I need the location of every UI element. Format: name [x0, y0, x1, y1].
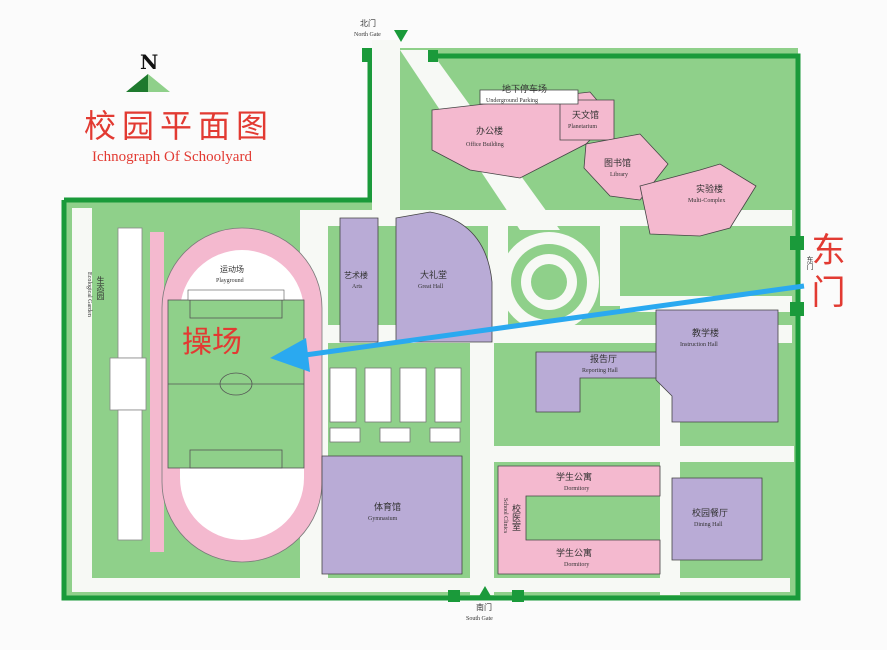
east-gate-small-label: 东门: [806, 256, 814, 270]
pink-buildings: [431, 89, 757, 575]
direction-arrow: [270, 283, 805, 372]
roundabout: [499, 232, 599, 332]
gate-markers: [362, 30, 804, 602]
south-gate-icon: [478, 586, 492, 598]
map-title-english: Ichnograph Of Schoolyard: [92, 149, 252, 165]
clinic-label: 校医室: [510, 504, 520, 531]
playground-annotation: 操场: [182, 325, 242, 360]
lavender-buildings: [321, 211, 779, 575]
compass-letter: N: [140, 50, 159, 74]
gym-label-en: Gymnasium: [368, 516, 398, 522]
south-gate-label-en: South Gate: [466, 616, 493, 622]
great-hall-label: 大礼堂: [420, 271, 448, 281]
east-gate-annotation: 东门: [805, 232, 845, 316]
clinic-label-en: School Clinics: [502, 498, 508, 534]
running-track: [161, 227, 323, 563]
arts-label: 艺术楼: [344, 271, 368, 280]
reporting-label: 报告厅: [590, 355, 618, 365]
playground-label: 运动场: [220, 265, 244, 274]
lab-label-en: Multi-Complex: [688, 198, 726, 204]
great-hall-label-en: Great Hall: [418, 284, 444, 290]
ecological-garden: [109, 227, 164, 552]
planetarium-label: 天文馆: [572, 111, 600, 121]
campus-boundary: [61, 48, 801, 601]
map-title-chinese: 校园平面图: [84, 107, 275, 145]
office-label-en: Office Building: [466, 142, 504, 148]
gym-label: 体育馆: [374, 503, 402, 513]
north-gate-label-en: North Gate: [354, 32, 381, 38]
dorm-bottom-label: 学生公寓: [556, 549, 593, 559]
compass-icon: [126, 74, 170, 92]
eco-garden-label-en: Ecological Garden: [86, 272, 92, 317]
planetarium-label-en: Planetarium: [568, 124, 597, 130]
dorm-top-label-en: Dormitory: [564, 486, 590, 492]
south-gate-label: 南门: [476, 603, 492, 612]
library-label-en: Library: [610, 172, 628, 178]
lab-label: 实验楼: [696, 185, 724, 195]
parking-label-en: Underground Parking: [486, 98, 539, 104]
reporting-label-en: Reporting Hall: [582, 368, 618, 374]
playground-label-en: Playground: [216, 278, 244, 284]
north-gate-icon: [394, 30, 408, 42]
parking-label: 地下停车场: [502, 85, 548, 95]
teaching-label-en: Instruction Hall: [680, 342, 718, 348]
office-label: 办公楼: [476, 127, 504, 137]
teaching-label: 教学楼: [692, 329, 720, 339]
dining-label-en: Dining Hall: [694, 522, 723, 528]
arts-label-en: Arts: [352, 284, 363, 290]
eco-garden-label: 生态园: [96, 276, 105, 300]
dining-label: 校园餐厅: [692, 509, 729, 519]
north-gate-label: 北门: [360, 19, 376, 28]
dorm-bottom-label-en: Dormitory: [564, 562, 590, 568]
basketball-courts: [329, 367, 462, 443]
dorm-top-label: 学生公寓: [556, 473, 593, 483]
library-label: 图书馆: [604, 159, 632, 169]
